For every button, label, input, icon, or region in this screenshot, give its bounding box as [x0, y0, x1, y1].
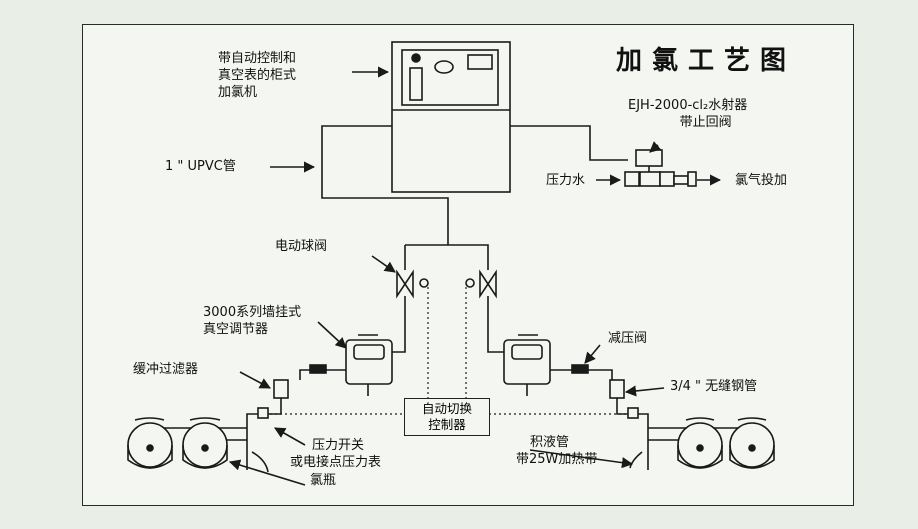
arrow-ejector: [649, 141, 662, 153]
vacuum-regulator-right: [503, 334, 551, 396]
motorized-valve-right: [465, 269, 497, 299]
chlorine-cylinders-right: [677, 417, 775, 469]
label-seamless-pipe: 3/4 " 无缝钢管: [670, 379, 758, 394]
arrow-motor-valve: [371, 255, 396, 273]
arrow-vacuum-regulator: [317, 321, 347, 349]
vacuum-regulator-left: [345, 334, 393, 396]
arrow-buffer-filter: [239, 371, 271, 389]
arrow-cylinder: [228, 459, 306, 486]
label-buffer-filter: 缓冲过滤器: [133, 362, 199, 377]
ejector: [624, 149, 697, 187]
chlorine-cylinders-left: [127, 417, 228, 469]
diagram-title: 加氯工艺图: [616, 46, 797, 76]
label-cylinder: 氯瓶: [310, 473, 337, 488]
motorized-valve-left: [396, 269, 429, 299]
label-cabinet-chlorinator: 带自动控制和 真空表的柜式 加氯机: [218, 51, 297, 100]
label-motorized-valve: 电动球阀: [275, 239, 328, 254]
arrow-pressure-switch: [274, 427, 306, 446]
arrow-pressure-reducer: [584, 344, 601, 364]
arrow-seamless-pipe: [624, 385, 665, 397]
label-vacuum-regulator: 3000系列墙挂式 真空调节器: [203, 305, 302, 337]
label-pressure-switch: 压力开关 或电接点压力表: [290, 438, 382, 470]
label-pressure-reducer: 减压阀: [608, 331, 648, 346]
arrow-liquid-trap: [529, 449, 634, 469]
label-pressure-water: 压力水: [546, 173, 586, 188]
buffer-filter-right: [609, 379, 625, 399]
auto-switch-controller: 自动切换 控制器: [404, 398, 490, 436]
label-upvc-pipe: 1 " UPVC管: [165, 159, 236, 174]
buffer-filter-left: [273, 379, 289, 399]
label-chlorine-dosing: 氯气投加: [735, 173, 788, 188]
label-ejector: EJH-2000-cl₂水射器 带止回阀: [628, 98, 748, 130]
label-liquid-trap: 积液管 带25W加热带: [516, 435, 598, 467]
cabinet-chlorinator: [391, 41, 511, 193]
